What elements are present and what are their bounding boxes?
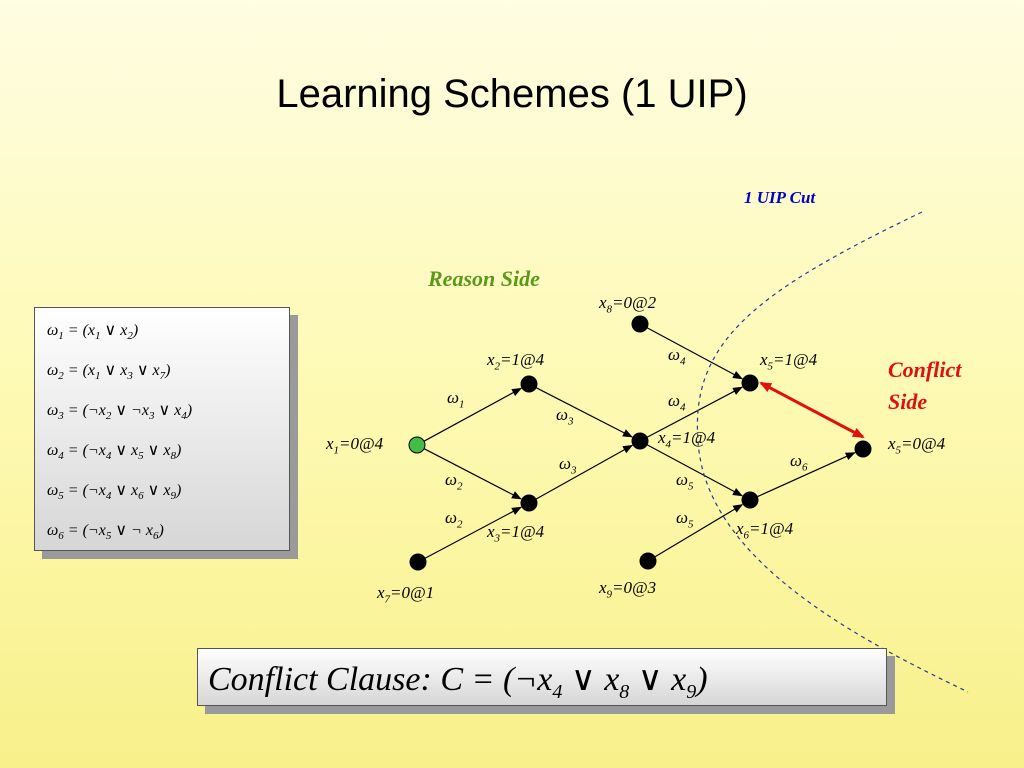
edge-label-8: ω5	[676, 508, 694, 531]
conflict-side-line-2: Side	[888, 389, 928, 414]
uip-cut-label: 1 UIP Cut	[744, 188, 816, 207]
node-x9	[639, 552, 657, 570]
node-x1	[408, 436, 426, 454]
edge-x2-x4	[535, 387, 633, 438]
edge-x8-x5a	[646, 327, 743, 380]
edge-label-1: ω2	[445, 470, 463, 493]
node-x5b	[854, 440, 872, 458]
uip-cut-line	[696, 211, 969, 693]
edge-x1-x3	[423, 448, 522, 500]
edge-x7-x3	[424, 506, 522, 559]
node-x2	[520, 375, 538, 393]
edge-label-5: ω4	[668, 345, 686, 368]
conflict-clause-box: Conflict Clause: C = (¬x4 ∨ x8 ∨ x9)	[197, 648, 887, 706]
node-label-x4: x4=1@4	[658, 428, 716, 451]
node-label-x6: x6=1@4	[736, 519, 794, 542]
edge-label-3: ω3	[556, 405, 574, 428]
conflict-side-line-1: Conflict	[888, 357, 962, 382]
clause-omega-2: ω2 = (x1 ∨ x3 ∨ x7)	[47, 362, 171, 383]
node-label-x7: x7=0@1	[377, 583, 435, 606]
node-label-x5b: x5=0@4	[888, 434, 946, 457]
edge-x1-x2	[423, 387, 522, 442]
node-label-x3: x3=1@4	[487, 522, 545, 545]
node-x5a	[741, 374, 759, 392]
node-x7	[409, 553, 427, 571]
node-label-x1: x1=0@4	[326, 434, 384, 457]
edge-label-7: ω5	[676, 470, 694, 493]
conflict-side-label: Conflict Side	[888, 354, 961, 418]
edge-x4-x5a	[646, 386, 743, 438]
edge-label-4: ω3	[559, 454, 577, 477]
edge-x9-x6	[654, 504, 744, 558]
slide-title: Learning Schemes (1 UIP)	[276, 72, 748, 116]
clause-omega-4: ω4 = (¬x4 ∨ x5 ∨ x8)	[47, 442, 182, 463]
edge-label-9: ω6	[790, 451, 808, 474]
clause-omega-1: ω1 = (x1 ∨ x2)	[47, 322, 139, 343]
clause-omega-5: ω5 = (¬x4 ∨ x6 ∨ x9)	[47, 482, 182, 503]
edge-x3-x4	[535, 444, 634, 500]
clauses-box: ω1 = (x1 ∨ x2) ω2 = (x1 ∨ x3 ∨ x7) ω3 = (¬…	[34, 307, 290, 551]
node-x8	[631, 315, 649, 333]
node-label-x5a: x5=1@4	[760, 350, 818, 373]
edge-x4-x6	[646, 444, 743, 497]
edge-label-6: ω4	[668, 391, 686, 414]
node-x3	[520, 494, 538, 512]
node-x6	[741, 491, 759, 509]
edge-x6-x5b	[757, 452, 856, 498]
clause-omega-3: ω3 = (¬x2 ∨ ¬x3 ∨ x4)	[47, 402, 193, 423]
node-label-x2: x2=1@4	[487, 350, 545, 373]
clause-omega-6: ω6 = (¬x5 ∨ ¬ x6)	[47, 522, 164, 543]
edge-label-0: ω1	[447, 388, 465, 411]
edge-label-2: ω2	[445, 508, 463, 531]
reason-side-label: Reason Side	[428, 266, 540, 291]
node-label-x8: x8=0@2	[599, 293, 657, 316]
node-label-x9: x9=0@3	[599, 578, 657, 601]
node-x4	[631, 432, 649, 450]
conflict-clause-text: Conflict Clause: C = (¬x4 ∨ x8 ∨ x9)	[208, 661, 708, 703]
conflict-arrow	[759, 381, 865, 439]
